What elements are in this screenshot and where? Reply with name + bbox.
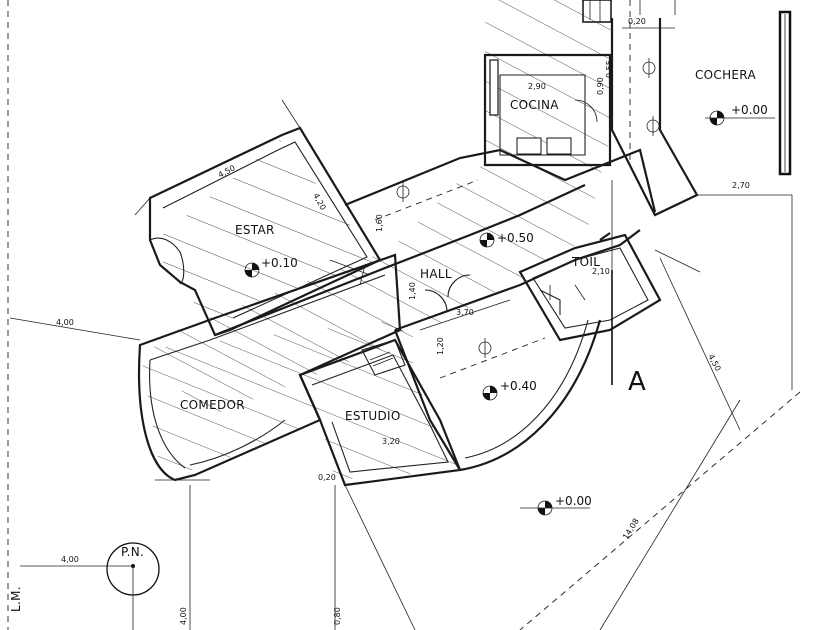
cochera-label: COCHERA [695,68,756,82]
north-label: P.N. [121,545,144,559]
north-symbol [20,542,160,630]
hall-label: HALL [420,267,452,281]
cocina-room [483,0,612,167]
comedor-label: COMEDOR [180,398,245,412]
dim-label: 4,00 [61,555,79,564]
dim-label: 0,20 [318,473,336,482]
dim-label: 0,80 [333,607,342,625]
site-boundary [519,391,801,630]
dim-label: 1,60 [375,214,384,232]
level-hall-lower: +0.40 [500,379,537,393]
dim-label: 14,08 [621,517,641,541]
dim-label: 4,00 [56,318,74,327]
dim-label: 3,70 [456,308,474,317]
dim-label: 2,90 [528,82,546,91]
dim-label: 0,55 [605,60,614,78]
property-line-label: L.M. [9,586,23,612]
dim-label: 4,00 [179,607,188,625]
level-garden: +0.00 [555,494,592,508]
dim-label: 0,20 [628,17,646,26]
dim-label: 2,70 [732,181,750,190]
dim-label: 2,10 [592,267,610,276]
estar-label: ESTAR [235,223,275,237]
estudio-label: ESTUDIO [345,409,401,423]
toil-label: TOIL [571,255,600,269]
cochera-room [610,0,792,217]
level-hall: +0.50 [497,231,534,245]
cocina-label: COCINA [510,98,559,112]
comedor-room [9,253,402,630]
level-estar: +0.10 [261,256,298,270]
section-label: A [628,367,646,397]
estudio-room [298,338,462,630]
level-cochera: +0.00 [731,103,768,117]
dim-label: 3,20 [382,437,400,446]
dim-label: 1,40 [408,282,417,300]
dim-label: 0,90 [596,77,605,95]
dim-label: 1,20 [436,337,445,355]
